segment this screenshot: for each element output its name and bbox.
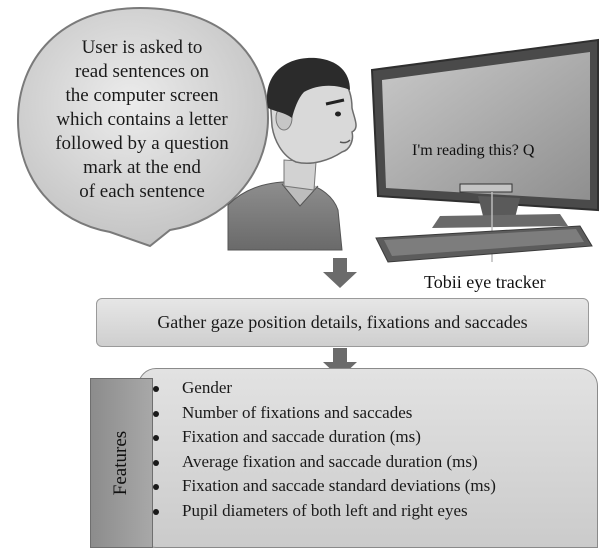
process-box: Gather gaze position details, fixations … — [96, 298, 589, 347]
feature-item: Fixation and saccade standard deviations… — [150, 474, 590, 499]
bubble-line: which contains a letter — [56, 109, 228, 130]
tracker-label: Tobii eye tracker — [424, 272, 546, 292]
arrow-down-1 — [323, 258, 357, 288]
feature-item: Gender — [150, 376, 590, 401]
screen-text: I'm reading this? Q — [412, 142, 535, 159]
person-illustration — [227, 57, 357, 251]
monitor-illustration — [370, 38, 599, 262]
bubble-text: User is asked to read sentences on the c… — [42, 36, 242, 204]
bubble-line: followed by a question — [55, 133, 229, 154]
feature-item: Average fixation and saccade duration (m… — [150, 450, 590, 475]
feature-item: Number of fixations and saccades — [150, 401, 590, 426]
bubble-line: mark at the end — [83, 157, 201, 178]
bubble-line: read sentences on — [75, 61, 209, 82]
feature-item: Pupil diameters of both left and right e… — [150, 499, 590, 524]
bubble-line: the computer screen — [65, 85, 219, 106]
bubble-line: User is asked to — [81, 37, 203, 58]
features-box — [138, 368, 598, 548]
feature-item: Fixation and saccade duration (ms) — [150, 425, 590, 450]
features-list: Gender Number of fixations and saccades … — [150, 376, 590, 524]
arrow-down-2 — [323, 348, 357, 378]
bubble-line: of each sentence — [79, 181, 205, 202]
speech-bubble — [16, 6, 270, 248]
keyboard-illustration — [375, 225, 593, 263]
features-title: Features — [90, 378, 153, 548]
features-tab — [90, 378, 153, 548]
features-title-text: Features — [110, 430, 132, 496]
process-label: Gather gaze position details, fixations … — [157, 312, 528, 332]
